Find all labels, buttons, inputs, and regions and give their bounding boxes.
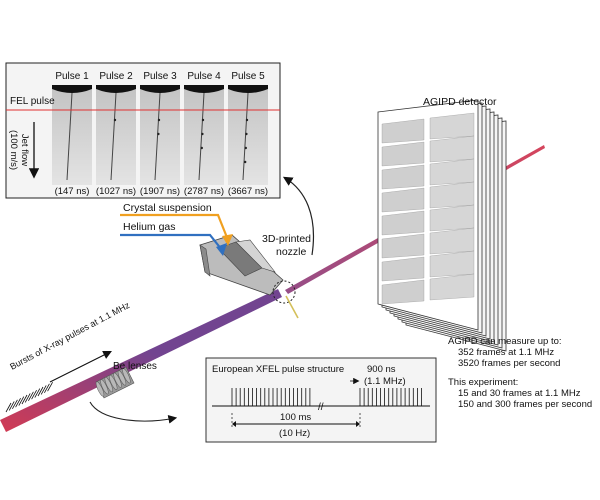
helium-gas-arrow (120, 233, 227, 256)
pulse-label: Pulse 3 (143, 71, 177, 82)
pulse-panel (228, 85, 268, 185)
train-spacing-indicator (231, 413, 361, 428)
pulse-label: Pulse 2 (99, 71, 133, 82)
jet-flow-indicator: Jet flow (100 m/s) (8, 122, 40, 179)
be-lenses-label: Be lenses (113, 361, 157, 372)
train-freq: (10 Hz) (279, 428, 310, 439)
capability-line-2: 3520 frames per second (458, 358, 560, 369)
interaction-point (272, 280, 296, 304)
detector-frame (377, 99, 479, 331)
experiment-title: This experiment: (448, 377, 518, 388)
pulse-structure-box: European XFEL pulse structure // 900 ns … (205, 357, 437, 443)
pulse-time: (3667 ns) (228, 186, 268, 197)
spacing-label: 900 ns (367, 364, 396, 375)
nozzle-label-line1: 3D-printed (262, 233, 311, 245)
capability-line-1: 352 frames at 1.1 MHz (458, 347, 554, 358)
crystal-suspension-label: Crystal suspension (123, 202, 212, 214)
pulse-panel (184, 85, 224, 185)
helium-gas-label: Helium gas (123, 221, 176, 233)
experiment-line-2: 150 and 300 frames per second (458, 399, 592, 410)
pulse-label: Pulse 1 (55, 71, 89, 82)
jet-flow-label: Jet flow (19, 134, 30, 166)
pulse-time: (147 ns) (55, 186, 90, 197)
spacing-freq: (1.1 MHz) (364, 376, 406, 387)
experiment-line-1: 15 and 30 frames at 1.1 MHz (458, 388, 581, 399)
nozzle-label-line2: nozzle (276, 246, 307, 258)
detector-title: AGIPD detector (423, 96, 497, 108)
pulse-panel (140, 85, 180, 185)
capability-title: AGIPD can measure up to: (448, 336, 562, 347)
pulse-label: Pulse 4 (187, 71, 221, 82)
inset-callout-arrow (282, 176, 315, 256)
pulse-image-inset: Pulse 1 (147 ns) Pulse 2 (1027 ns) Pulse 3 (1… (5, 62, 281, 199)
be-lenses (95, 366, 135, 399)
pulse-panel (96, 85, 136, 185)
crystal-suspension-arrow (120, 213, 233, 246)
pulse-time: (1027 ns) (96, 186, 136, 197)
pulse-structure-title: European XFEL pulse structure (212, 364, 344, 375)
pulse-time: (1907 ns) (140, 186, 180, 197)
xray-pulse-bursts (5, 382, 53, 413)
bursts-direction-arrow (49, 351, 112, 383)
fel-pulse-label: FEL pulse (10, 96, 55, 107)
axis-break: // (318, 402, 324, 413)
jet-flow-speed: (100 m/s) (8, 130, 19, 170)
lens-callout-arrow (89, 401, 178, 424)
detector-capabilities: AGIPD can measure up to: 352 frames at 1… (448, 336, 592, 410)
pulse-label: Pulse 5 (231, 71, 265, 82)
pulse-time: (2787 ns) (184, 186, 224, 197)
agipd-detector (377, 99, 507, 352)
train-label: 100 ms (280, 412, 311, 423)
pulse-panel (52, 85, 92, 185)
